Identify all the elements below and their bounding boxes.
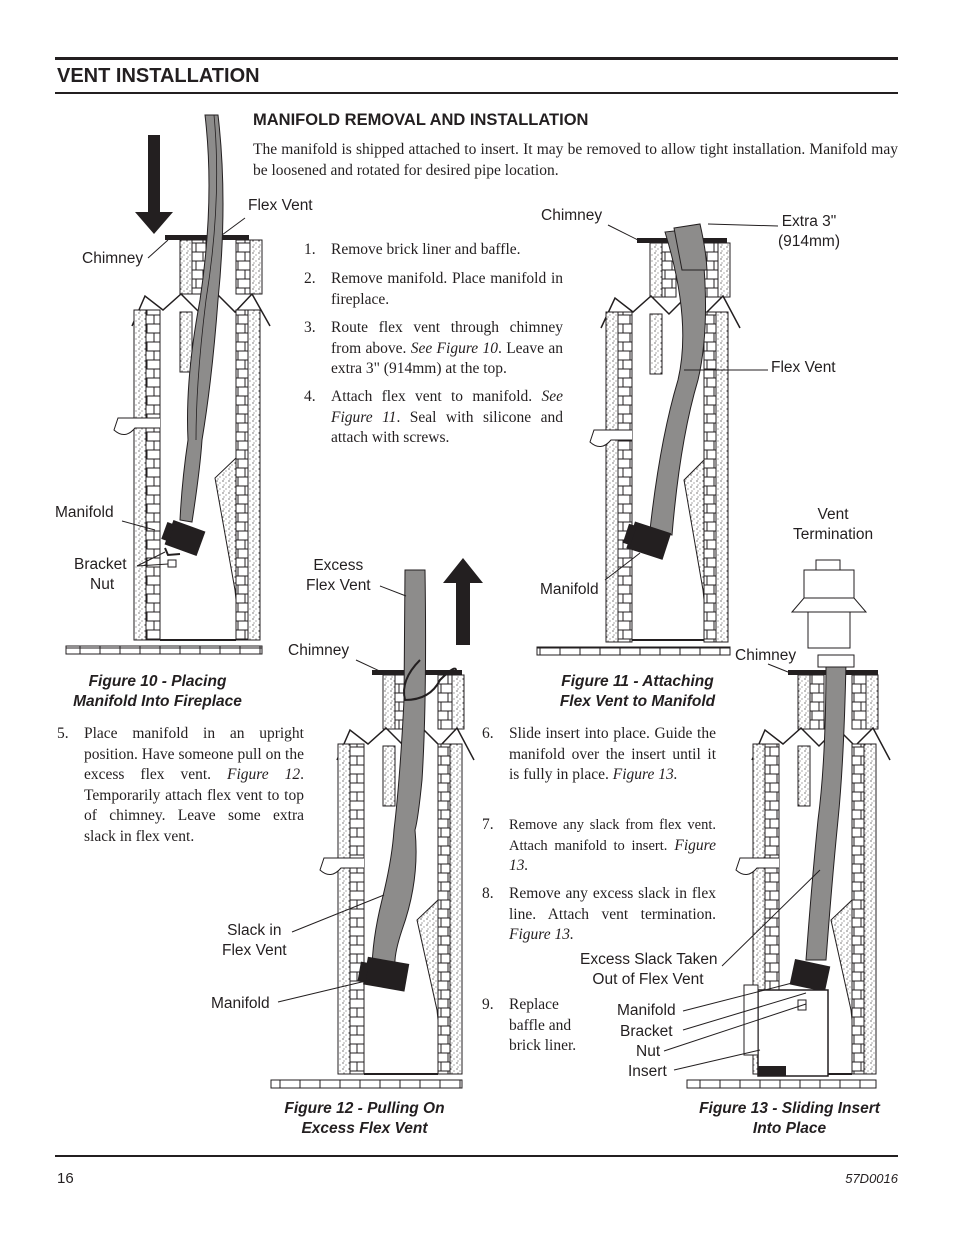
- fig12-manifold-label: Manifold: [211, 995, 270, 1012]
- footer-rule: [55, 1155, 898, 1157]
- fig11-extra-label: Extra 3" (914mm): [778, 213, 841, 250]
- down-arrow-icon: [135, 135, 173, 234]
- step-7: 7. Remove any slack from flex vent. Atta…: [482, 816, 716, 874]
- fig11-flex-vent-label: Flex Vent: [771, 359, 836, 376]
- fig11-caption: Figure 11 - Attaching Flex Vent to Manif…: [559, 673, 716, 710]
- fig12-excess-label: Excess Flex Vent: [306, 557, 371, 594]
- fig13-manifold-label: Manifold: [617, 1002, 676, 1019]
- fig12-caption: Figure 12 - Pulling On Excess Flex Vent: [284, 1100, 445, 1137]
- fig10-manifold-label: Manifold: [55, 504, 114, 521]
- fig10-bracket-label: Bracket: [74, 556, 127, 573]
- fig13-caption: Figure 13 - Sliding Insert Into Place: [699, 1100, 880, 1137]
- figure-13-drawing: [663, 559, 891, 1089]
- fig10-chimney-label: Chimney: [82, 250, 144, 267]
- step-8: 8. Remove any excess slack in flex line.…: [482, 885, 716, 943]
- step-4: 4. Attach flex vent to manifold. See Fig…: [304, 388, 563, 446]
- figure-10-drawing: [65, 114, 271, 655]
- up-arrow-icon: [443, 558, 483, 645]
- title-underline: [55, 92, 898, 94]
- fig13-bracket-label: Bracket: [620, 1023, 673, 1040]
- fig13-nut-label: Nut: [636, 1043, 661, 1060]
- step-2: 2. Remove manifold. Place manifold in fi…: [304, 270, 563, 308]
- fig10-nut-label: Nut: [90, 576, 115, 593]
- document-code: 57D0016: [845, 1171, 898, 1186]
- fig13-insert-label: Insert: [628, 1063, 667, 1080]
- step-5: 5. Place manifold in an upright position…: [57, 725, 304, 845]
- fig11-manifold-label: Manifold: [540, 581, 599, 598]
- fig13-excess-label: Excess Slack Taken Out of Flex Vent: [580, 951, 718, 988]
- insert-unit: [757, 989, 829, 1077]
- fig12-chimney-label: Chimney: [288, 642, 350, 659]
- top-rule: [55, 57, 898, 60]
- fig13-chimney-label: Chimney: [735, 647, 797, 664]
- section-title: VENT INSTALLATION: [57, 65, 260, 87]
- fig10-caption: Figure 10 - Placing Manifold Into Firepl…: [73, 673, 242, 710]
- fig11-chimney-label: Chimney: [541, 207, 603, 224]
- intro-paragraph: The manifold is shipped attached to inse…: [253, 141, 898, 179]
- step-9: 9. Replace baffle and brick liner.: [482, 996, 577, 1054]
- fig10-flex-vent-label: Flex Vent: [248, 197, 313, 214]
- page-number: 16: [57, 1170, 74, 1187]
- figure-12-drawing: [270, 558, 483, 1089]
- fig13-vent-termination-label: Vent Termination: [793, 506, 874, 543]
- step-3: 3. Route flex vent through chimney from …: [304, 319, 564, 377]
- subsection-title: MANIFOLD REMOVAL AND INSTALLATION: [253, 111, 589, 129]
- fig12-slack-label: Slack in Flex Vent: [222, 922, 287, 959]
- step-6: 6. Slide insert into place. Guide the ma…: [482, 725, 716, 783]
- step-1: 1. Remove brick liner and baffle.: [304, 241, 521, 258]
- figure-11-drawing: [536, 223, 779, 656]
